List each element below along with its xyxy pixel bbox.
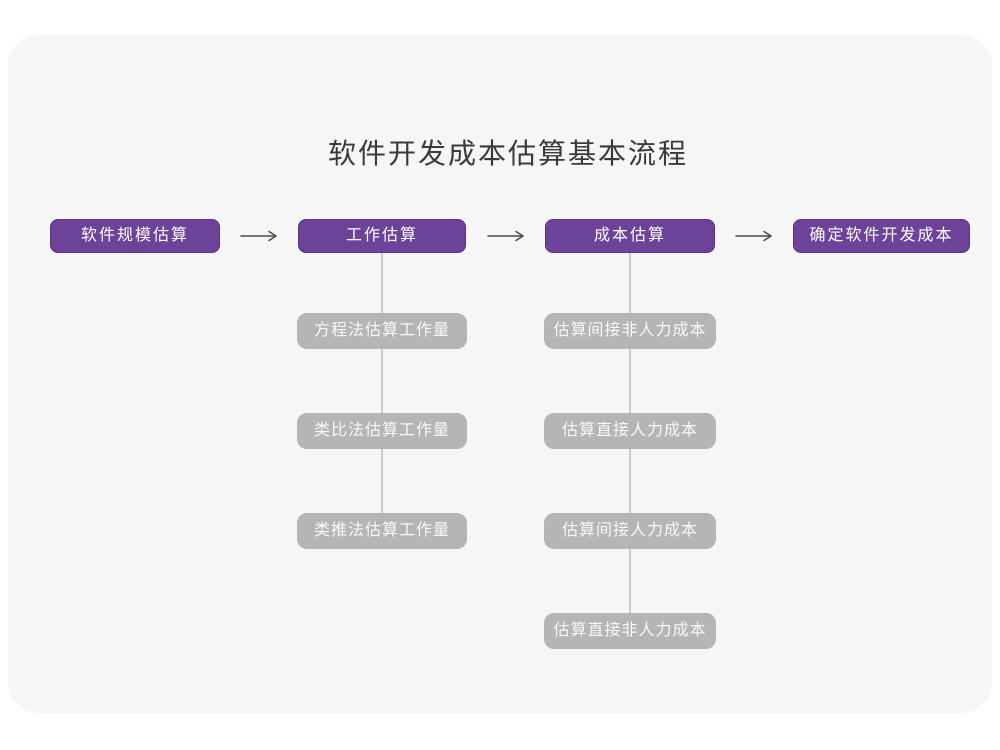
sub-node-analogy-method: 类比法估算工作量	[297, 413, 467, 449]
diagram-title: 软件开发成本估算基本流程	[327, 138, 688, 169]
sub-node-direct-non-labor-cost: 估算直接非人力成本	[544, 613, 716, 649]
sub-node-indirect-labor-cost: 估算间接人力成本	[544, 513, 716, 549]
sub-node-extrapolation-method: 类推法估算工作量	[297, 513, 467, 549]
arrow-right-icon	[240, 230, 278, 242]
flow-node-cost-estimation: 成本估算	[545, 219, 715, 253]
arrow-right-icon	[735, 230, 773, 242]
flow-node-determine-development-cost: 确定软件开发成本	[793, 219, 970, 253]
flow-node-software-scale-estimation: 软件规模估算	[50, 219, 220, 253]
arrow-right-icon	[487, 230, 525, 242]
sub-node-direct-labor-cost: 估算直接人力成本	[544, 413, 716, 449]
flow-node-work-estimation: 工作估算	[298, 219, 466, 253]
connector-line-work-column	[381, 253, 383, 513]
diagram-canvas: 软件开发成本估算基本流程 软件规模估算 工作估算 成本估算	[8, 35, 992, 713]
sub-node-equation-method: 方程法估算工作量	[297, 313, 467, 349]
sub-node-indirect-non-labor-cost: 估算间接非人力成本	[544, 313, 716, 349]
